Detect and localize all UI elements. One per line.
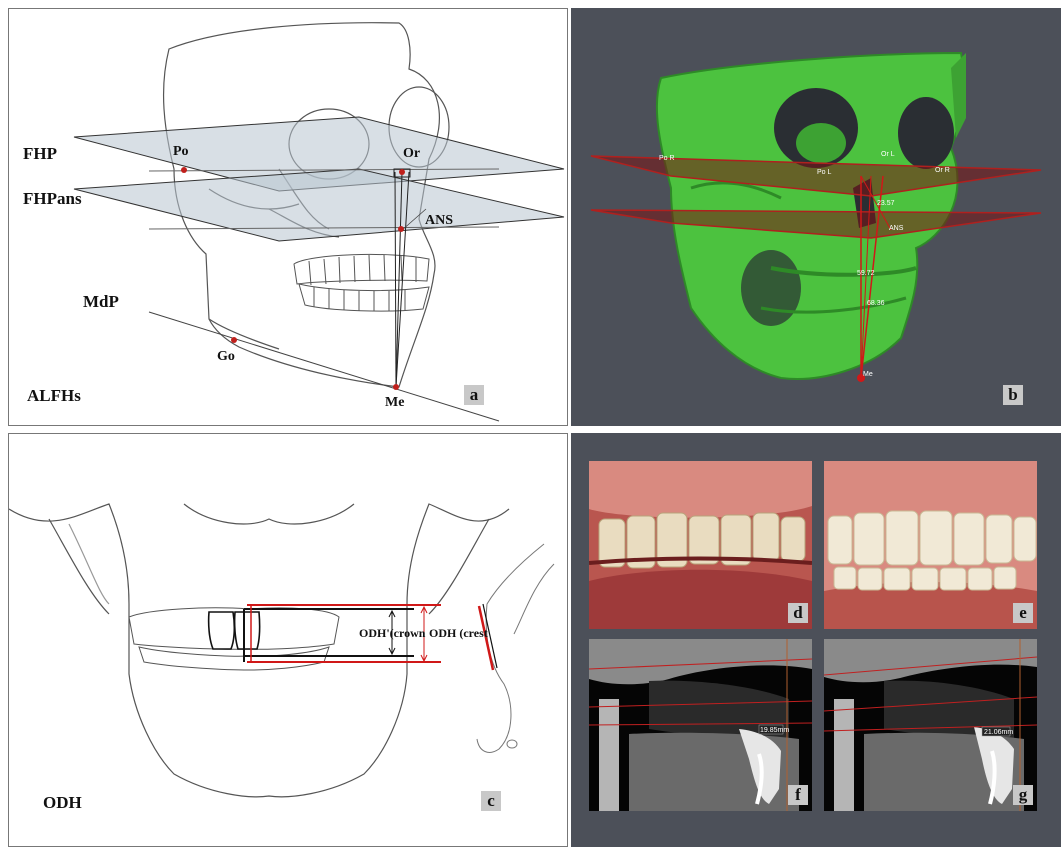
panel-e-tag: e — [1013, 603, 1033, 623]
ans-point — [398, 226, 404, 232]
mandibular-plane-line — [149, 312, 499, 421]
me-label: Me — [385, 395, 404, 410]
panel-g-measure: 21.06mm — [984, 729, 1013, 736]
panel-f-tag: f — [788, 785, 808, 805]
po-l-label: Po L — [817, 169, 832, 176]
panel-f-cbct-sagittal: 19.85mm f — [589, 639, 812, 811]
panel-a-tag: a — [464, 385, 484, 405]
or-label: Or — [403, 146, 420, 161]
panel-b-3d-skull: Po R Po L Or L Or R ANS Me 23.57 59.72 6… — [571, 8, 1061, 426]
odh-label: ODH — [43, 793, 82, 812]
panel-dg-clinical: d e — [571, 433, 1061, 847]
panel-g-tag: g — [1013, 785, 1033, 805]
panel-d-intraoral-photo: d — [589, 461, 812, 629]
value-68-36: 68.36 — [867, 300, 885, 307]
red-plane-lower — [591, 210, 1041, 238]
ans-label: ANS — [425, 213, 453, 228]
fhpans-plane — [74, 169, 564, 241]
odh-crown-label: ODH'(crown — [359, 626, 426, 640]
value-59-72: 59.72 — [857, 270, 875, 277]
central-incisor-left — [209, 612, 235, 649]
po-r-label: Po R — [659, 155, 675, 162]
odh-crest-label: ODH (crest — [429, 626, 488, 640]
fhpans-label: FHPans — [23, 189, 82, 208]
po-label: Po — [173, 144, 189, 159]
panel-f-measure: 19.85mm — [760, 727, 789, 734]
me-label-3d: Me — [863, 371, 873, 378]
panel-g-cbct-sagittal: 21.06mm g — [824, 639, 1037, 811]
panel-e-intraoral-photo: e — [824, 461, 1037, 629]
panel-c-frontal-jaw: ODH'(crown ODH (crest ODH c — [8, 433, 568, 847]
fhp-label: FHP — [23, 144, 57, 163]
panel-b-render: Po R Po L Or L Or R ANS Me 23.57 59.72 6… — [571, 8, 1061, 426]
alfhs-label: ALFHs — [27, 386, 81, 405]
panel-c-drawing: ODH'(crown ODH (crest ODH — [9, 434, 567, 846]
po-point — [181, 167, 187, 173]
panel-a-skull-planes: FHP FHPans MdP Po Or ANS Go Me ALFHs a — [8, 8, 568, 426]
go-label: Go — [217, 349, 235, 364]
frontal-skull-sketch — [9, 504, 509, 797]
or-l-label: Or L — [881, 151, 895, 158]
central-incisor-right — [235, 612, 260, 649]
or-point — [399, 169, 405, 175]
or-r-label: Or R — [935, 167, 950, 174]
value-23-57: 23.57 — [877, 200, 895, 207]
teeth-sketch — [294, 254, 429, 311]
panel-a-drawing: FHP FHPans MdP Po Or ANS Go Me ALFHs — [9, 9, 567, 425]
go-point — [231, 337, 237, 343]
panel-b-tag: b — [1003, 385, 1023, 405]
ans-label-3d: ANS — [889, 225, 904, 232]
panel-c-tag: c — [481, 791, 501, 811]
panel-d-tag: d — [788, 603, 808, 623]
me-point — [393, 384, 399, 390]
mdp-label: MdP — [83, 292, 119, 311]
